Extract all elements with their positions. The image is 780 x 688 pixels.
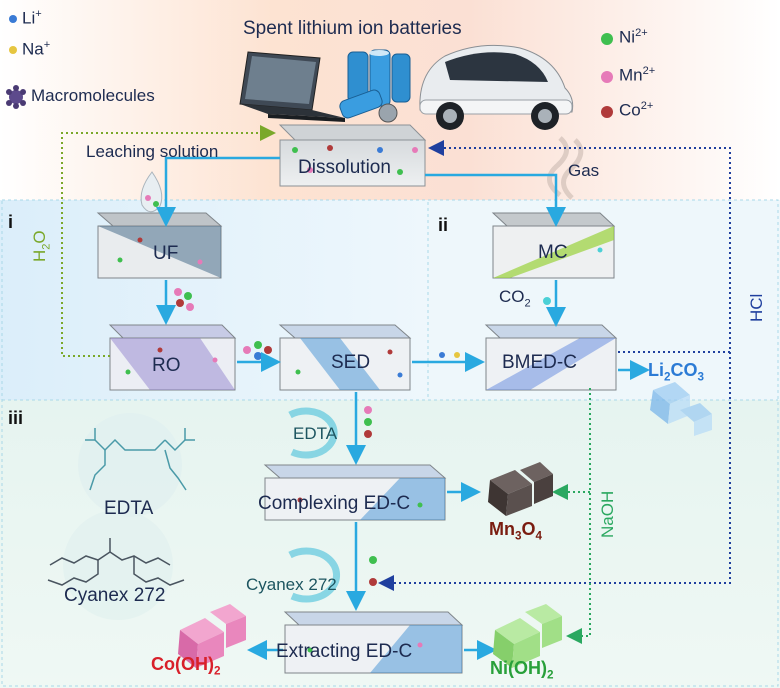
legend-mn: Mn2+	[619, 65, 656, 85]
uf-step-label: UF	[153, 243, 179, 264]
h2o-label: H2O	[30, 230, 53, 262]
nioh2-product-label: Ni(OH)2	[490, 658, 554, 682]
mn3o4-crystal-icon	[488, 462, 553, 516]
dissolution-step-label: Dissolution	[298, 157, 391, 178]
section-ii-label: ii	[438, 215, 449, 235]
h2o-recycle-arrow	[61, 125, 276, 357]
transfer-ions	[174, 288, 551, 586]
mn-ion-dot	[601, 71, 613, 83]
mc-tank	[491, 212, 616, 279]
cooh2-product-label: Co(OH)2	[151, 654, 221, 678]
naoh-to-nioh2-arrow	[566, 388, 591, 644]
cyanex-cycle-icon	[288, 547, 341, 603]
bmed-step-label: BMED-C	[502, 352, 577, 373]
hcl-label: HCl	[747, 293, 766, 322]
legend-na: Na+	[22, 39, 51, 59]
dissolved-ions	[117, 145, 603, 653]
edta-structure	[78, 413, 195, 517]
hcl-recycle-arrow	[428, 140, 731, 353]
process-arrows	[156, 156, 650, 660]
ro-step-label: RO	[152, 355, 181, 376]
dissolution-tank	[278, 124, 427, 187]
gas-label: Gas	[568, 161, 600, 180]
naoh-label: NaOH	[598, 490, 617, 538]
bmed-tank	[484, 324, 618, 391]
nioh2-crystal-icon	[493, 604, 562, 668]
legend-ni: Ni2+	[619, 27, 648, 47]
legend-li: Li+	[22, 8, 42, 28]
laptop-icon	[239, 51, 345, 122]
edta-cycle-label: EDTA	[293, 424, 338, 443]
cyanex-structure	[47, 510, 185, 620]
edta-cycle-icon	[288, 407, 338, 459]
ni-ion-dot	[601, 33, 613, 45]
hcl-to-extract-arrow	[378, 352, 731, 591]
sed-step-label: SED	[331, 352, 371, 373]
battery-cells-icon	[339, 49, 411, 123]
diagram-title: Spent lithium ion batteries	[243, 18, 462, 39]
macromolecule-icon	[6, 85, 26, 109]
leaching-solution-label: Leaching solution	[86, 142, 219, 161]
legend-macromolecules: Macromolecules	[31, 86, 155, 105]
li2co3-crystal-icon	[650, 382, 712, 436]
li-ion-dot	[9, 15, 17, 23]
edta-structure-label: EDTA	[104, 498, 154, 519]
complexing-tank	[263, 464, 447, 521]
co-ion-dot	[601, 106, 613, 118]
section-i-label: i	[8, 212, 14, 232]
na-ion-dot	[9, 46, 17, 54]
mc-step-label: MC	[538, 242, 568, 263]
cyanex-structure-label: Cyanex 272	[64, 585, 166, 606]
ro-tank	[108, 324, 237, 391]
sed-tank	[278, 324, 412, 391]
legend-co: Co2+	[619, 100, 654, 120]
extracting-step-label: Extracting ED-C	[276, 641, 413, 662]
cooh2-crystal-icon	[178, 604, 246, 668]
complexing-step-label: Complexing ED-C	[258, 493, 411, 514]
co2-label: CO2	[499, 287, 531, 310]
mn3o4-product-label: Mn3O4	[489, 519, 543, 543]
section-frame	[1, 199, 779, 687]
leaching-droplet-icon	[140, 171, 163, 213]
li2co3-product-label: Li2CO3	[648, 360, 705, 384]
extracting-tank	[283, 611, 464, 674]
section-iii-label: iii	[8, 408, 24, 428]
cyanex-cycle-label: Cyanex 272	[246, 575, 337, 594]
car-icon	[419, 44, 574, 130]
